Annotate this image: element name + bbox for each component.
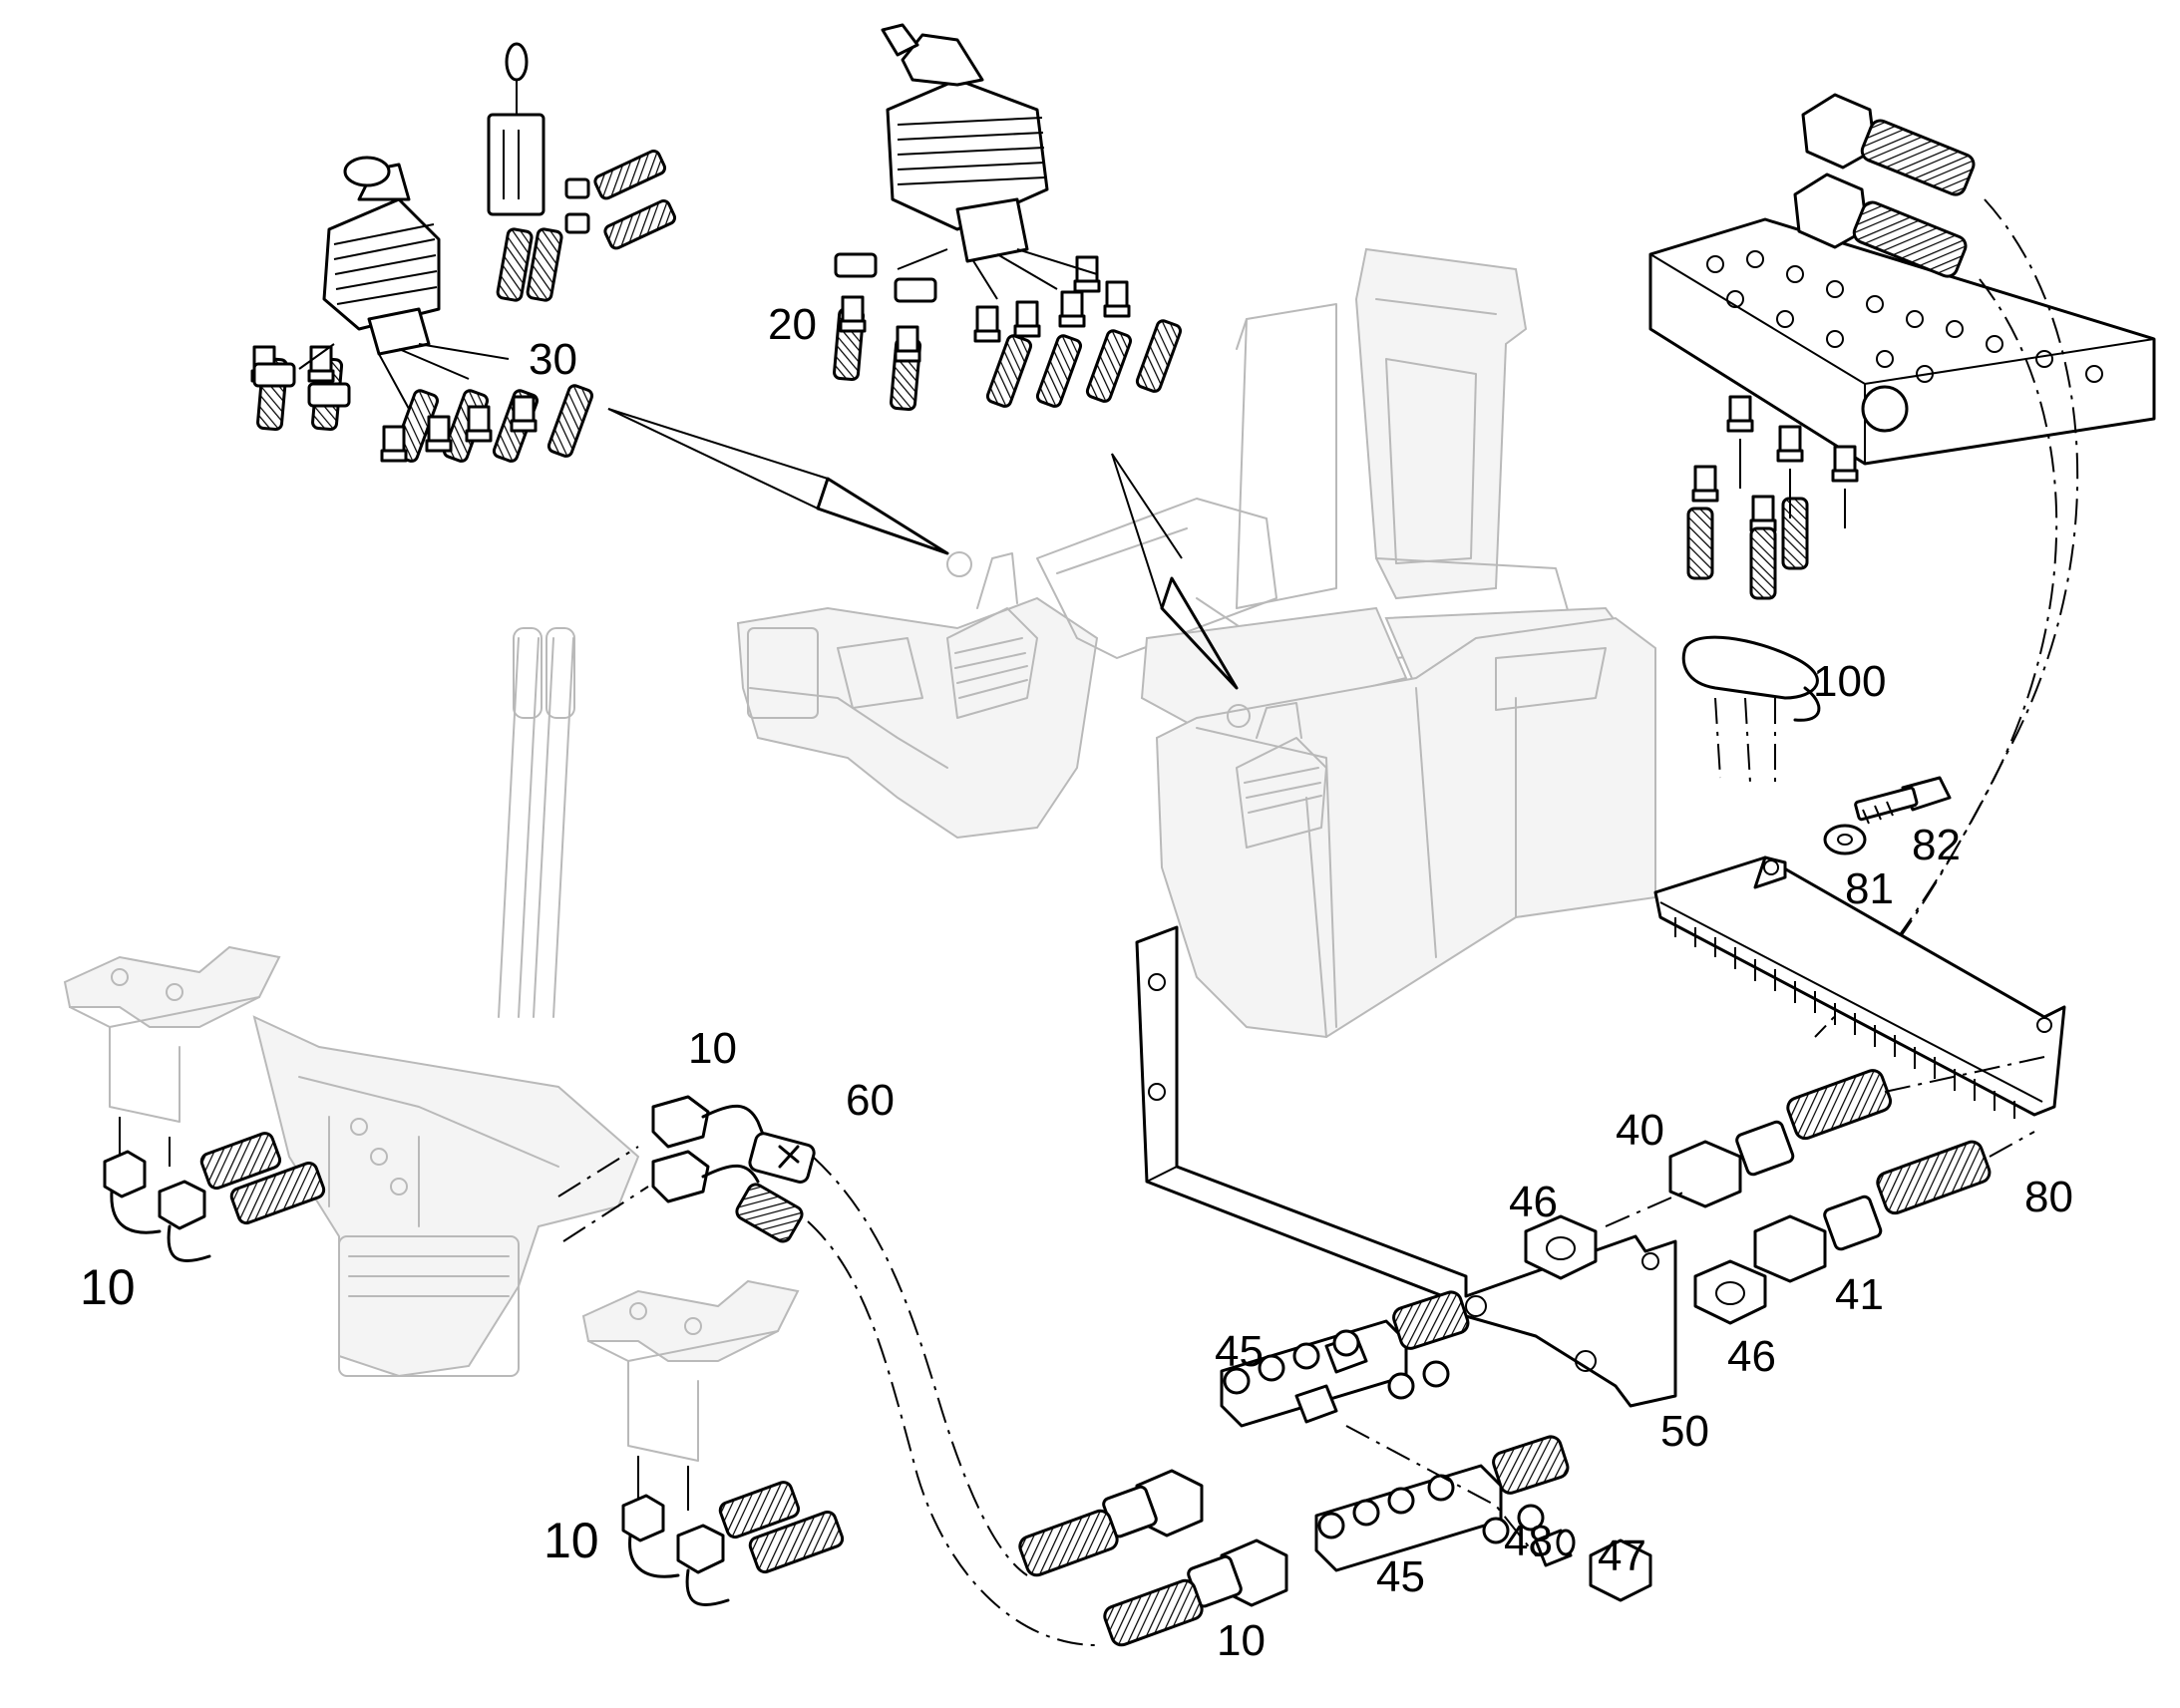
nut-46-bottom	[1693, 1259, 1767, 1325]
callout-labels: 10 60 10 10 10 20 30 100 82 81 40 41 46 …	[80, 300, 2073, 1665]
joystick-assembly-20	[832, 23, 1184, 412]
hose-icon	[651, 1095, 1098, 1646]
hose-icon	[103, 1117, 845, 1607]
callout-10-top: 10	[688, 1024, 737, 1073]
callout-80: 80	[2024, 1173, 2073, 1221]
travel-levers	[498, 627, 575, 1018]
hose-clamp-100	[1681, 635, 1821, 784]
callout-48: 48	[1504, 1517, 1553, 1565]
callout-46-top: 46	[1509, 1178, 1558, 1226]
joystick-icon	[881, 23, 1049, 263]
joystick-icon	[322, 156, 441, 356]
joystick-assembly-30	[250, 42, 679, 465]
callout-10-left: 10	[80, 1259, 136, 1315]
callout-81: 81	[1845, 864, 1894, 913]
callout-45-top: 45	[1215, 1327, 1264, 1376]
callout-82: 82	[1912, 821, 1961, 869]
callout-47: 47	[1598, 1532, 1646, 1580]
operator-station-ghost	[252, 247, 1656, 1378]
joystick-icon	[1227, 702, 1327, 849]
callout-50: 50	[1660, 1407, 1709, 1456]
hose-icon	[832, 306, 1184, 412]
fitting-icon	[250, 177, 590, 463]
nut-46-top	[1524, 1214, 1598, 1280]
foot-pedal-icon	[581, 1279, 800, 1462]
fitting-icon	[834, 252, 1131, 363]
joystick-icon	[487, 42, 545, 216]
callout-10-pedal: 10	[544, 1513, 599, 1568]
washer-81	[1823, 824, 1867, 855]
hose-icon	[255, 148, 679, 465]
plug-48	[1534, 1529, 1576, 1567]
cap-47	[1589, 1538, 1652, 1602]
hose-40	[1605, 1056, 2045, 1227]
callout-30: 30	[529, 335, 577, 384]
pointer-arrow-icon	[1111, 453, 1239, 690]
callout-100: 100	[1813, 657, 1886, 706]
foot-pedal-icon	[63, 945, 281, 1123]
manifold-icon	[1220, 1290, 1470, 1428]
joystick-icon	[946, 551, 1038, 719]
callout-41: 41	[1835, 1270, 1884, 1319]
bracket-icon	[1653, 855, 2066, 1119]
callout-46-bottom: 46	[1727, 1332, 1776, 1381]
pointer-arrow-icon	[607, 408, 949, 555]
valve-block-icon	[1648, 217, 2156, 466]
fitting-icon	[1686, 395, 1859, 600]
callout-10-bottom: 10	[1217, 1616, 1266, 1665]
bolt-82	[1854, 776, 1952, 825]
manifold-icon	[1314, 1435, 1570, 1572]
callout-40: 40	[1616, 1106, 1664, 1155]
hose-41	[1753, 1131, 2035, 1283]
foot-pedal-icon	[252, 1015, 640, 1378]
hose-icon	[1018, 1469, 1288, 1647]
callout-45-bottom: 45	[1376, 1552, 1425, 1601]
callout-60: 60	[846, 1076, 895, 1125]
hose-icon	[1793, 93, 2079, 1038]
callout-20: 20	[768, 300, 817, 349]
